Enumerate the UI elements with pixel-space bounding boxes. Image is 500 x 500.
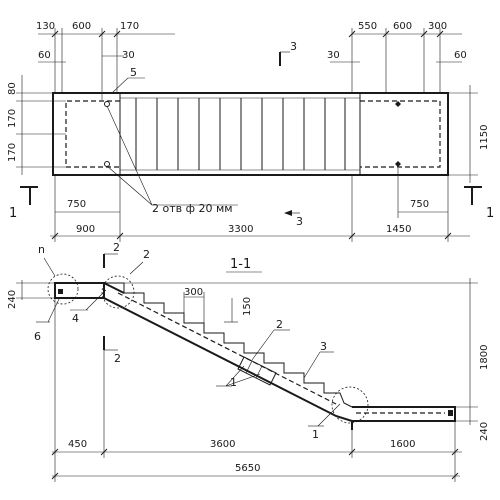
- hole-leader-top: [106, 105, 153, 206]
- section-bottom-dims: 450 3600 1600: [52, 298, 462, 482]
- cut-2-top-label: 2: [113, 241, 120, 254]
- right-landing-dashed: [360, 100, 441, 168]
- plan-outline: [52, 92, 449, 176]
- dim-5650: 5650: [235, 463, 260, 474]
- hole-bottom-right: [395, 161, 401, 167]
- dim-450: 450: [68, 439, 87, 450]
- flight-steps: [104, 282, 353, 408]
- dim-1150: 1150: [479, 125, 490, 150]
- dim-170-lower: 170: [7, 143, 18, 162]
- reinforcement-cage: [237, 356, 277, 386]
- plan-view: 130 600 170 60 30 5 3 550 600 300 30 60: [7, 21, 494, 242]
- dim-170-upper: 170: [7, 109, 18, 128]
- dim-750-left: 750: [67, 199, 86, 210]
- callout-5: 5: [130, 66, 137, 79]
- dim-1450: 1450: [386, 224, 411, 235]
- callout-1-upper: 1: [230, 376, 237, 389]
- callout-3: 3: [320, 340, 327, 353]
- dim-900: 900: [76, 224, 95, 235]
- plan-right-dim: 1150: [448, 85, 490, 183]
- plan-steps: [119, 93, 361, 175]
- dim-30-left: 30: [122, 50, 135, 61]
- hole-top-left: [104, 101, 110, 107]
- dim-ticks: [51, 30, 459, 480]
- plan-left-dims: 80 170 170: [7, 75, 66, 175]
- dim-30-right: 30: [327, 50, 340, 61]
- dim-60-right: 60: [454, 50, 467, 61]
- dim-step-150: 150: [242, 297, 253, 316]
- flight-soffit: [103, 297, 353, 430]
- node-2-circle: [101, 275, 135, 309]
- section-callouts: 6 4 2 3 1 1: [34, 289, 341, 441]
- cut-3-bottom-label: 3: [296, 215, 303, 228]
- section-mark-left-label: 1: [9, 206, 17, 221]
- hole-top-right: [395, 101, 401, 107]
- left-landing-dashed: [65, 100, 120, 168]
- callout-4: 4: [72, 312, 79, 325]
- node-n-label: n: [38, 243, 45, 256]
- section-view: 1-1 n 2 2 2: [7, 241, 490, 482]
- callout-1-lower: 1: [312, 428, 319, 441]
- flight-rebar-dashed: [117, 292, 337, 405]
- dim-step-300: 300: [184, 287, 203, 298]
- lower-landing: [352, 406, 456, 422]
- dim-600-left: 600: [72, 21, 91, 32]
- callout-2: 2: [276, 318, 283, 331]
- node-n-circle: [47, 273, 79, 305]
- section-mark-left: 1: [9, 186, 38, 221]
- section-mark-right-label: 1: [486, 206, 494, 221]
- dim-300: 300: [428, 21, 447, 32]
- dim-1800: 1800: [479, 345, 490, 370]
- dim-3600: 3600: [210, 439, 235, 450]
- callout-5-leader: [111, 77, 129, 94]
- dim-240-left: 240: [7, 290, 18, 309]
- dim-1600: 1600: [390, 439, 415, 450]
- hole-leader-bottom: [106, 165, 153, 206]
- dim-750-right: 750: [410, 199, 429, 210]
- dim-130: 130: [36, 21, 55, 32]
- support-right: [448, 410, 453, 416]
- dim-170-top: 170: [120, 21, 139, 32]
- node-2-label: 2: [143, 248, 150, 261]
- dim-80: 80: [7, 82, 18, 95]
- section-title: 1-1: [230, 257, 251, 272]
- section-mark-right: 1: [464, 186, 494, 221]
- node-lower-circle: [331, 386, 369, 424]
- dim-60-left: 60: [38, 50, 51, 61]
- plan-overall-dims: 900 3300 1450: [50, 175, 470, 242]
- callout-6: 6: [34, 330, 41, 343]
- dim-550: 550: [358, 21, 377, 32]
- dim-240-right: 240: [479, 422, 490, 441]
- plan-top-dims-left: 130 600 170 60 30: [36, 21, 175, 100]
- hole-note: 2 отв ф 20 мм: [152, 202, 233, 215]
- plan-top-dims-right: 550 600 300 30 60: [327, 21, 467, 93]
- hole-bottom-left: [104, 161, 110, 167]
- cut-2-bottom-label: 2: [114, 352, 121, 365]
- dim-3300: 3300: [228, 224, 253, 235]
- dim-600-right: 600: [393, 21, 412, 32]
- flight-top: [103, 282, 125, 294]
- support-left: [58, 289, 63, 294]
- cut-3-top-label: 3: [290, 40, 297, 53]
